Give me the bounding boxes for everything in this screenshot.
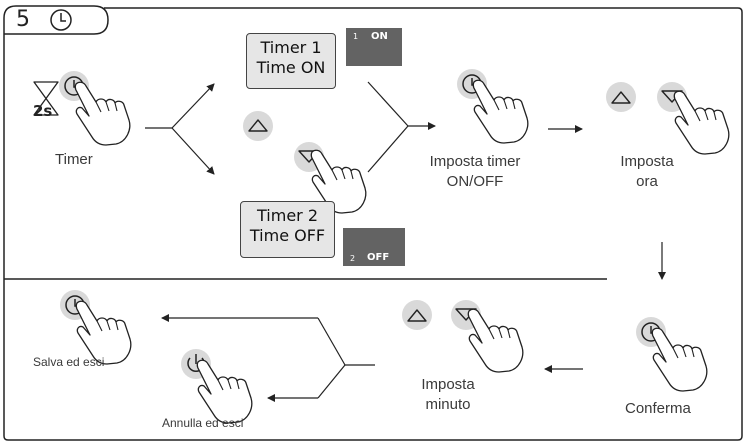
hold-duration-label: 2s — [33, 102, 53, 120]
outer-frame — [3, 5, 743, 441]
save-exit-label: Salva ed esci — [33, 355, 105, 369]
set-timer-label: Imposta timer ON/OFF — [425, 152, 525, 191]
set-timer-label-line2: ON/OFF — [446, 172, 504, 190]
hand-pointer-icon — [467, 308, 524, 373]
timer1-line1: Timer 1 — [260, 38, 322, 57]
set-hour-label-line1: Imposta — [620, 153, 674, 170]
fork-arrow-exit — [161, 314, 375, 402]
hand-pointer-icon — [196, 359, 253, 424]
set-hour-label: Imposta ora — [612, 152, 682, 191]
timer2-line1: Timer 2 — [257, 206, 318, 225]
set-minute-label-line1: Imposta — [421, 376, 475, 393]
confirm-label: Conferma — [625, 400, 691, 417]
up-arrow-button[interactable] — [243, 111, 273, 141]
header-clock-icon — [50, 9, 72, 31]
hand-pointer-icon — [651, 327, 708, 392]
fork-arrow-timer — [145, 83, 215, 175]
set-minute-label-line2: minuto — [425, 395, 471, 413]
timer1-screen: 1 ON — [346, 28, 402, 66]
timer1-screen-state: ON — [371, 31, 388, 42]
timer2-display: Timer 2 Time OFF — [240, 201, 335, 258]
timer-label: Timer — [55, 151, 93, 168]
timer1-display: Timer 1 Time ON — [246, 33, 336, 89]
set-timer-label-line1: Imposta timer — [429, 153, 521, 170]
set-hour-label-line2: ora — [636, 172, 658, 190]
timer1-screen-number: 1 — [353, 32, 359, 41]
step-number: 5 — [16, 7, 30, 32]
hand-pointer-icon — [673, 90, 730, 155]
timer1-line2: Time ON — [256, 58, 326, 77]
cancel-exit-label: Annulla ed esci — [162, 416, 244, 430]
timer2-line2: Time OFF — [249, 226, 326, 245]
minute-up-arrow-button[interactable] — [402, 300, 432, 330]
timer2-screen: 2 OFF — [343, 228, 405, 266]
hand-pointer-icon — [472, 79, 529, 144]
hand-pointer-icon — [74, 81, 131, 146]
set-minute-label: Imposta minuto — [412, 375, 484, 414]
hour-up-arrow-button[interactable] — [606, 82, 636, 112]
merge-arrow — [367, 81, 436, 173]
hourglass-icon — [33, 81, 59, 116]
timer2-screen-number: 2 — [350, 254, 356, 263]
timer2-screen-state: OFF — [367, 252, 390, 263]
